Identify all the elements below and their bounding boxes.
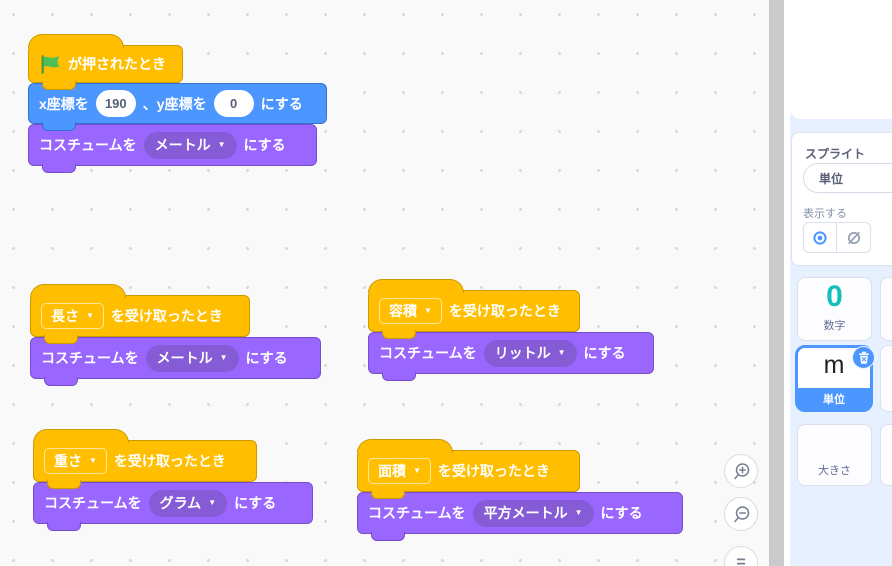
equals-icon: = — [736, 554, 746, 566]
costume-dropdown[interactable]: メートル ▼ — [145, 344, 239, 372]
sprite-tile-suji[interactable]: 0 数字 — [797, 277, 872, 341]
sprite-tile-partial[interactable] — [880, 277, 892, 341]
block-label: にする — [245, 350, 288, 366]
block-label: コスチュームを — [39, 137, 137, 153]
show-sprite-button[interactable] — [803, 222, 837, 253]
sprite-info-card: スプライト 表示する — [791, 132, 892, 266]
dropdown-value: グラム — [159, 495, 202, 511]
chevron-down-icon: ▼ — [413, 466, 421, 475]
x-value-input[interactable]: 190 — [95, 90, 136, 117]
dropdown-value: メートル — [154, 137, 211, 153]
chevron-down-icon: ▼ — [86, 311, 94, 320]
block-label: を受け取ったとき — [110, 308, 223, 324]
set-xy-block[interactable]: x座標を 190 、y座標を 0 にする — [28, 83, 327, 131]
block-label: を受け取ったとき — [448, 303, 561, 319]
costume-dropdown[interactable]: グラム ▼ — [148, 489, 228, 517]
when-receive-block[interactable]: 重さ ▼ を受け取ったとき — [33, 429, 257, 489]
message-dropdown[interactable]: 重さ ▼ — [44, 448, 107, 474]
block-label: にする — [234, 495, 277, 511]
switch-costume-block[interactable]: コスチュームを グラム ▼ にする — [33, 482, 313, 531]
chevron-down-icon: ▼ — [424, 306, 432, 315]
block-label: にする — [243, 137, 286, 153]
when-receive-block[interactable]: 面積 ▼ を受け取ったとき — [357, 439, 580, 499]
block-label: コスチュームを — [368, 505, 466, 521]
sprite-tile-partial[interactable] — [880, 345, 892, 412]
costume-dropdown[interactable]: メートル ▼ — [143, 131, 237, 159]
sprite-tile-okisa[interactable]: 大きさ — [797, 424, 872, 486]
switch-costume-block[interactable]: コスチュームを メートル ▼ にする — [28, 124, 317, 173]
panel-divider — [784, 0, 790, 566]
block-label: を受け取ったとき — [437, 463, 550, 479]
eye-slash-icon — [847, 231, 860, 244]
dropdown-value: 容積 — [389, 303, 417, 319]
chevron-down-icon: ▼ — [557, 348, 566, 357]
message-dropdown[interactable]: 面積 ▼ — [368, 458, 431, 484]
y-value-input[interactable]: 0 — [213, 90, 254, 117]
block-label: コスチュームを — [379, 345, 477, 361]
workspace-vertical-scrollbar[interactable] — [769, 0, 784, 566]
eye-icon — [813, 230, 827, 245]
block-label: コスチュームを — [44, 495, 142, 511]
block-label: 、y座標を — [142, 95, 207, 112]
sprite-tile-label: 単位 — [798, 388, 870, 409]
trash-icon — [858, 351, 869, 364]
sprite-name-input[interactable] — [803, 163, 892, 193]
dropdown-value: 面積 — [378, 463, 406, 479]
sprite-panel-title: スプライト — [805, 147, 866, 161]
costume-dropdown[interactable]: リットル ▼ — [483, 339, 577, 367]
chevron-down-icon: ▼ — [574, 508, 583, 517]
dropdown-value: メートル — [156, 350, 213, 366]
switch-costume-block[interactable]: コスチュームを 平方メートル ▼ にする — [357, 492, 683, 541]
stage-area — [790, 0, 892, 119]
green-flag-icon — [41, 54, 60, 74]
block-label: にする — [583, 345, 626, 361]
show-label: 表示する — [803, 208, 847, 220]
block-label: にする — [260, 95, 303, 112]
sprite-thumbnail: 0 — [826, 280, 843, 313]
block-label: が押されたとき — [68, 56, 166, 72]
block-workspace[interactable]: が押されたとき x座標を 190 、y座標を 0 にする コスチュームを メート… — [0, 0, 769, 566]
switch-costume-block[interactable]: コスチュームを メートル ▼ にする — [30, 337, 321, 386]
sprite-thumbnail: m — [823, 351, 845, 379]
hide-sprite-button[interactable] — [837, 222, 871, 253]
sprite-tile-tani-selected[interactable]: m 単位 — [795, 345, 875, 412]
sprite-tile-label: 大きさ — [818, 465, 851, 477]
when-flag-clicked-block[interactable]: が押されたとき — [28, 34, 183, 90]
delete-sprite-button[interactable] — [852, 346, 875, 369]
magnifier-plus-icon — [733, 462, 749, 479]
block-label: x座標を — [39, 95, 89, 112]
block-label: を受け取ったとき — [113, 453, 226, 469]
dropdown-value: リットル — [494, 345, 551, 361]
chevron-down-icon: ▼ — [208, 498, 217, 507]
switch-costume-block[interactable]: コスチュームを リットル ▼ にする — [368, 332, 654, 381]
zoom-in-button[interactable] — [724, 454, 758, 488]
zoom-reset-button[interactable]: = — [724, 546, 758, 566]
message-dropdown[interactable]: 容積 ▼ — [379, 298, 442, 324]
dropdown-value: 平方メートル — [483, 505, 568, 521]
when-receive-block[interactable]: 容積 ▼ を受け取ったとき — [368, 279, 580, 339]
costume-dropdown[interactable]: 平方メートル ▼ — [472, 499, 594, 527]
block-label: コスチュームを — [41, 350, 139, 366]
magnifier-minus-icon — [733, 505, 749, 522]
when-receive-block[interactable]: 長さ ▼ を受け取ったとき — [30, 284, 250, 344]
chevron-down-icon: ▼ — [89, 456, 97, 465]
sprite-tile-partial[interactable] — [880, 424, 892, 486]
visibility-toggle-group — [803, 222, 871, 253]
zoom-out-button[interactable] — [724, 497, 758, 531]
block-label: にする — [600, 505, 643, 521]
chevron-down-icon: ▼ — [219, 353, 228, 362]
message-dropdown[interactable]: 長さ ▼ — [41, 303, 104, 329]
dropdown-value: 長さ — [51, 308, 79, 324]
sprite-tile-label: 数字 — [823, 320, 846, 332]
chevron-down-icon: ▼ — [217, 140, 226, 149]
dropdown-value: 重さ — [54, 453, 82, 469]
